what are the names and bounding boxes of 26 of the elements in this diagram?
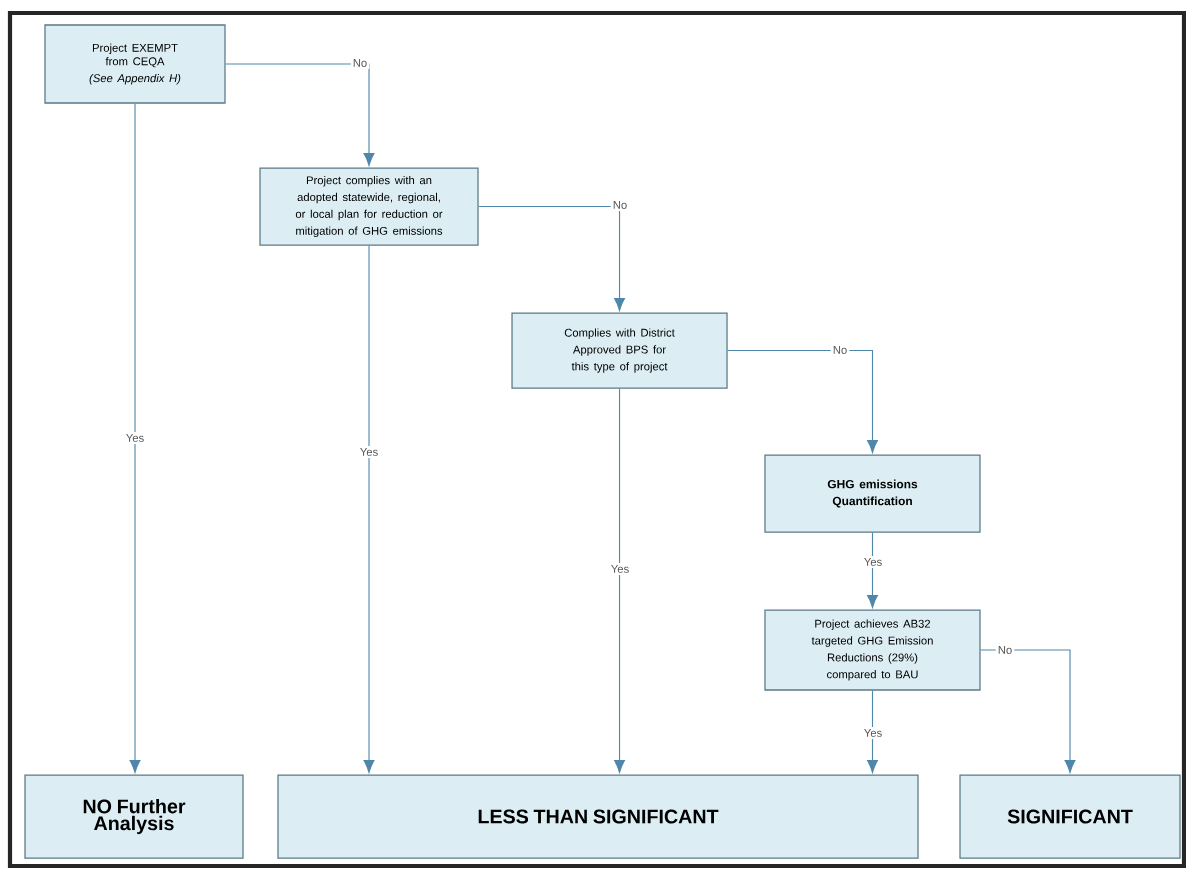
arrow — [614, 388, 626, 773]
edge-label: No — [350, 56, 370, 70]
edge-label: Yes — [357, 445, 381, 459]
edge-label: Yes — [608, 562, 632, 576]
arrow — [866, 690, 878, 773]
process-box: Project EXEMPT from CEQA (See Appendix H) — [44, 24, 226, 104]
process-box: Complies with District Approved BPS for this type of project — [511, 312, 728, 389]
process-box: Project complies with an adopted statewide, regional, or local plan for reduction or mitigation of GHG emissions — [259, 167, 479, 246]
result-box: LESS THAN SIGNIFICANT — [277, 774, 919, 859]
edge-label: No — [830, 343, 850, 357]
edge-label: Yes — [861, 727, 885, 740]
result-box: NO Further Analysis — [24, 774, 244, 859]
arrow — [478, 205, 626, 311]
edge-label: Yes — [861, 555, 885, 569]
result-box: SIGNIFICANT — [959, 774, 1181, 859]
arrow — [129, 103, 141, 773]
edge-label: Yes — [123, 431, 147, 445]
process-box: GHG emissions Quantification — [764, 454, 981, 533]
arrow — [866, 532, 878, 608]
edge-label: No — [995, 644, 1015, 657]
edge-label: No — [610, 198, 630, 212]
process-box: Project achieves AB32 targeted GHG Emission Reductions (29%) compared to BAU — [764, 609, 981, 691]
arrow — [727, 349, 878, 453]
arrow — [363, 245, 375, 773]
arrow — [225, 63, 375, 166]
arrow — [980, 649, 1076, 773]
